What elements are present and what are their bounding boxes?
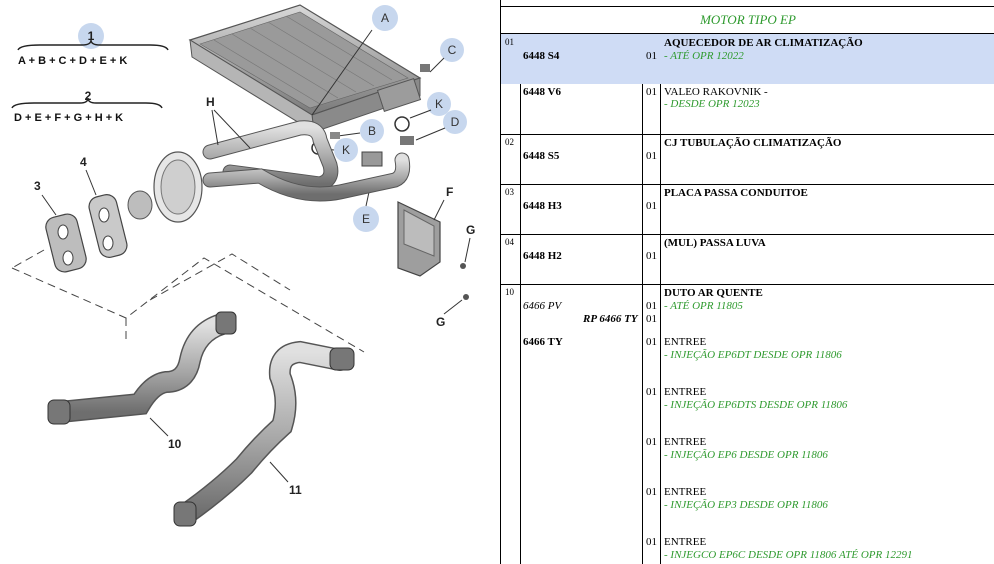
- heater-radiator: [188, 4, 422, 133]
- formula-1-id: 1: [88, 29, 95, 43]
- group-number: 02: [505, 137, 514, 147]
- part-note: - INJEÇÃO EP3 DESDE OPR 11806: [664, 499, 828, 511]
- part-ref[interactable]: 6448 S4: [523, 50, 560, 62]
- formula-2-text: D + E + F + G + H + K: [14, 112, 123, 124]
- parts-diagram: 1 A + B + C + D + E + K 2 D + E + F + G …: [11, 4, 475, 527]
- formula-1-marker: [78, 23, 104, 49]
- svg-text:D: D: [451, 115, 460, 129]
- bracket-f: F G G: [397, 185, 475, 329]
- duct-10: 10: [47, 311, 237, 451]
- callout-a: A: [372, 5, 398, 31]
- label-10: 10: [168, 437, 182, 451]
- plate-assembly: 4 3: [34, 151, 203, 273]
- part-qty: 01: [646, 386, 657, 398]
- part-qty: 01: [646, 436, 657, 448]
- part-qty: 01: [646, 250, 657, 262]
- part-desc: PLACA PASSA CONDUITOE: [664, 187, 808, 199]
- part-desc: ENTREE: [664, 336, 707, 348]
- part-qty: 01: [646, 50, 657, 62]
- label-3: 3: [34, 179, 41, 193]
- part-qty: 01: [646, 86, 657, 98]
- diagram-canvas: 1 A + B + C + D + E + K 2 D + E + F + G …: [11, 4, 475, 527]
- formula-1-text: A + B + C + D + E + K: [18, 55, 127, 67]
- part-desc: (MUL) PASSA LUVA: [664, 237, 766, 249]
- part-qty: 01: [646, 313, 657, 325]
- engine-title: MOTOR TIPO EP: [501, 6, 994, 32]
- part-ref[interactable]: 6448 H2: [523, 250, 562, 262]
- duct-11: 11: [173, 340, 355, 527]
- callout-k-1: K: [409, 92, 451, 119]
- part-qty: 01: [646, 300, 657, 312]
- part-ref[interactable]: 6466 PV: [523, 300, 562, 312]
- part-desc: ENTREE: [664, 436, 707, 448]
- callout-d: D: [415, 110, 467, 141]
- part-note: - ATÉ OPR 11805: [664, 300, 743, 312]
- part-note: - ATÉ OPR 12022: [664, 50, 744, 62]
- part-note: - INJEÇÃO EP6DTS DESDE OPR 11806: [664, 399, 848, 411]
- parts-catalog: MOTOR TIPO EP 01 6448 S4 01 AQUECEDOR DE…: [500, 0, 994, 564]
- svg-text:A: A: [381, 11, 389, 25]
- part-qty: 01: [646, 200, 657, 212]
- part-ref[interactable]: 6448 H3: [523, 200, 562, 212]
- part-qty: 01: [646, 536, 657, 548]
- part-note: - INJEÇÃO EP6 DESDE OPR 11806: [664, 449, 828, 461]
- part-desc: AQUECEDOR DE AR CLIMATIZAÇÃO: [664, 37, 863, 49]
- label-11: 11: [289, 483, 302, 497]
- label-g-1: G: [466, 223, 475, 237]
- label-g-2: G: [436, 315, 445, 329]
- callout-b: B: [337, 119, 384, 143]
- part-note: - INJEÇÃO EP6DT DESDE OPR 11806: [664, 349, 842, 361]
- svg-text:E: E: [362, 212, 370, 226]
- part-ref[interactable]: 6448 V6: [523, 86, 561, 98]
- part-ref[interactable]: 6466 TY: [523, 336, 563, 348]
- formula-1: 1 A + B + C + D + E + K: [17, 23, 169, 67]
- svg-text:K: K: [435, 97, 443, 111]
- label-f: F: [446, 185, 453, 199]
- group-number: 04: [505, 237, 514, 247]
- group-number: 10: [505, 287, 514, 297]
- callout-c: C: [429, 38, 464, 73]
- label-h: H: [206, 95, 215, 109]
- svg-text:K: K: [342, 143, 350, 157]
- svg-text:C: C: [448, 43, 457, 57]
- group-number: 01: [505, 37, 514, 47]
- svg-text:B: B: [368, 124, 376, 138]
- label-4: 4: [80, 155, 87, 169]
- part-qty: 01: [646, 336, 657, 348]
- clip: [330, 132, 340, 139]
- bracket-e: [361, 151, 383, 167]
- group-header-desc: DUTO AR QUENTE: [664, 287, 763, 299]
- dashed-lines: [11, 249, 365, 353]
- part-note: - DESDE OPR 12023: [664, 98, 760, 110]
- part-desc: VALEO RAKOVNIK -: [664, 86, 768, 98]
- formula-2-id: 2: [85, 89, 92, 103]
- part-desc: ENTREE: [664, 386, 707, 398]
- part-desc: CJ TUBULAÇÃO CLIMATIZAÇÃO: [664, 137, 842, 149]
- part-qty: 01: [646, 486, 657, 498]
- formula-2: 2 D + E + F + G + H + K: [11, 89, 163, 124]
- part-desc: ENTREE: [664, 486, 707, 498]
- part-qty: 01: [646, 150, 657, 162]
- part-desc: ENTREE: [664, 536, 707, 548]
- screw-c: [420, 64, 430, 72]
- o-ring-2: [394, 116, 410, 132]
- replacement-ref[interactable]: RP 6466 TY: [583, 313, 638, 325]
- group-number: 03: [505, 187, 514, 197]
- table-row-01[interactable]: [501, 34, 994, 84]
- part-ref[interactable]: 6448 S5: [523, 150, 560, 162]
- clip-2: [400, 136, 414, 145]
- heater-pipes: H: [202, 95, 411, 202]
- part-note: - INJEGCO EP6C DESDE OPR 11806 ATÉ OPR 1…: [664, 549, 913, 561]
